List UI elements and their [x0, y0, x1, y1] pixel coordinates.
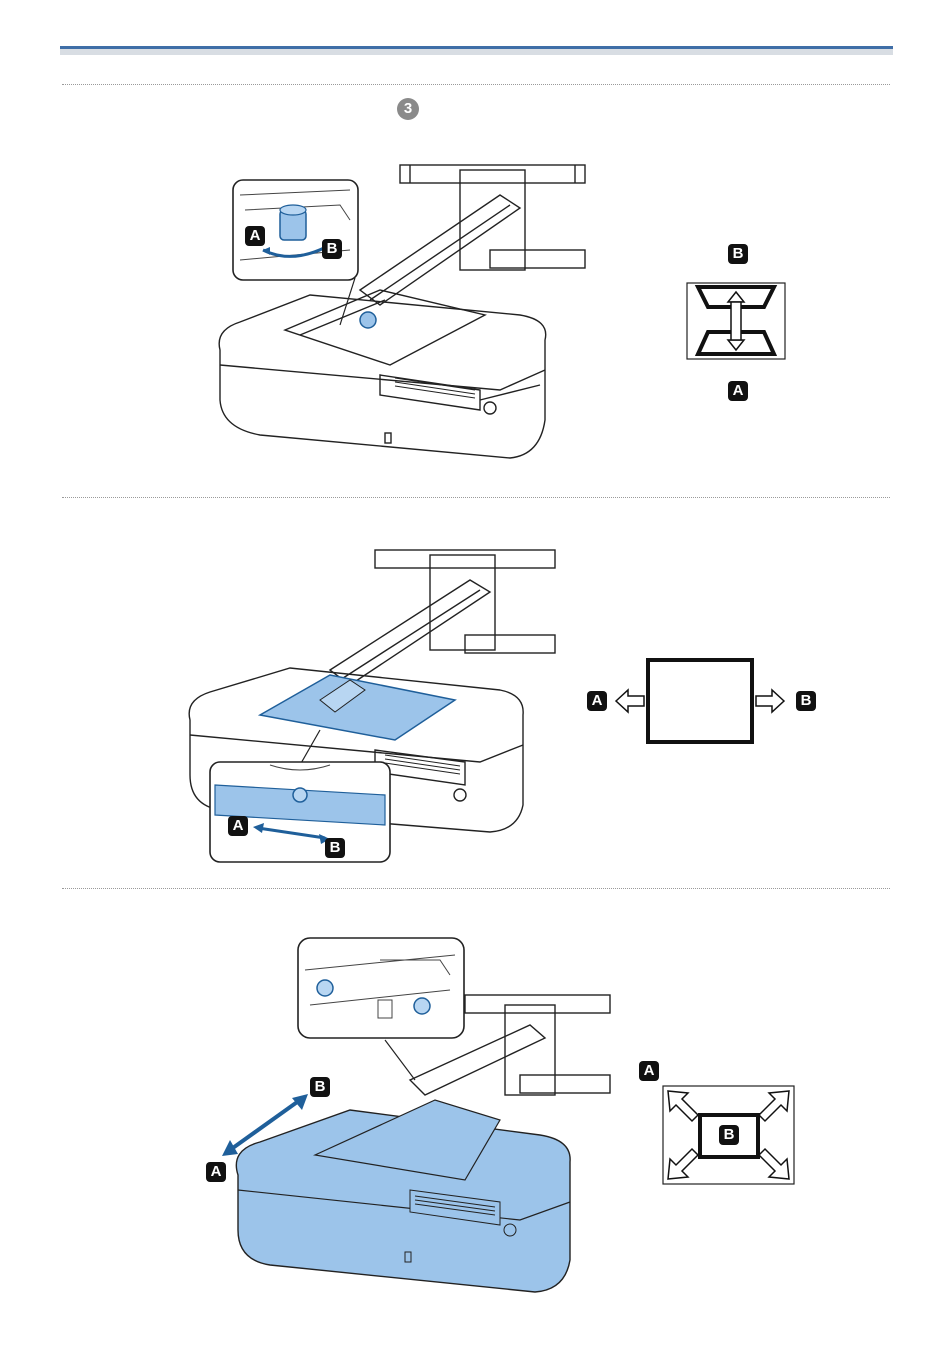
callout-b-label: B: [325, 838, 345, 858]
screen-left-right-diagram: [612, 656, 792, 746]
callout-b-label: B: [728, 244, 748, 264]
callout-b-label: B: [310, 1077, 330, 1097]
projector-mount-dial-figure: [200, 150, 600, 480]
section-divider: [62, 888, 890, 889]
callout-b-label: B: [322, 239, 342, 259]
step-number-badge: 3: [397, 98, 419, 120]
header-shadow-bar: [60, 49, 893, 55]
callout-a-label: A: [587, 691, 607, 711]
callout-a-label: A: [245, 226, 265, 246]
callout-a-label: A: [639, 1061, 659, 1081]
callout-b-label: B: [796, 691, 816, 711]
callout-a-label: A: [206, 1162, 226, 1182]
projector-mount-distance-figure: [200, 930, 620, 1340]
callout-b-label: B: [719, 1125, 739, 1145]
section-divider: [62, 497, 890, 498]
section-divider: [62, 84, 890, 85]
callout-a-label: A: [228, 816, 248, 836]
callout-a-label: A: [728, 381, 748, 401]
keystone-vertical-diagram: [686, 282, 786, 360]
